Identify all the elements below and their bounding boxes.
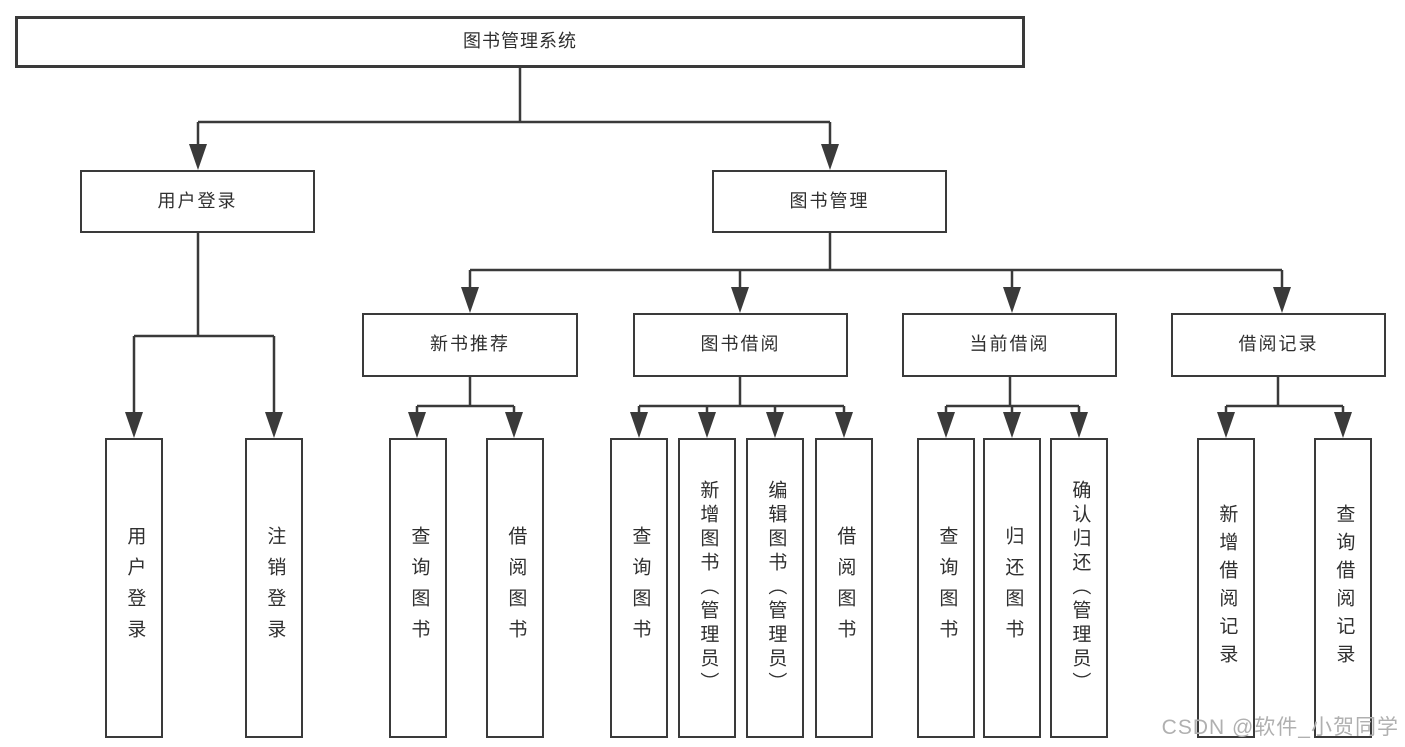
connector-book-borrow-to-leaves <box>637 377 846 414</box>
leaf-add-books-admin: 新增图书（管理员） <box>678 438 736 738</box>
node-book-management: 图书管理 <box>712 170 947 233</box>
connector-borrow-record-to-leaves <box>1224 377 1345 414</box>
arrow-down-icon <box>505 412 523 438</box>
arrowhead-icons <box>125 144 1352 438</box>
arrow-down-icon <box>265 412 283 438</box>
arrow-down-icon <box>1003 287 1021 313</box>
leaf-user-login: 用户登录 <box>105 438 163 738</box>
leaf-query-books-current: 查询图书 <box>917 438 975 738</box>
node-user-login: 用户登录 <box>80 170 315 233</box>
connector-book-management-to-level3 <box>468 233 1284 289</box>
connector-root-to-level2 <box>196 68 832 146</box>
connector-new-book-recommend-to-leaves <box>415 377 516 414</box>
node-current-borrow: 当前借阅 <box>902 313 1117 377</box>
arrow-down-icon <box>408 412 426 438</box>
arrow-down-icon <box>125 412 143 438</box>
arrow-down-icon <box>630 412 648 438</box>
node-borrow-record: 借阅记录 <box>1171 313 1386 377</box>
csdn-watermark: CSDN @软件_小贺同学 <box>1161 716 1399 739</box>
arrow-down-icon <box>766 412 784 438</box>
arrow-down-icon <box>731 287 749 313</box>
arrow-down-icon <box>1003 412 1021 438</box>
arrow-down-icon <box>821 144 839 170</box>
leaf-borrow-books-recommend: 借阅图书 <box>486 438 544 738</box>
arrow-down-icon <box>698 412 716 438</box>
leaf-add-borrow-record: 新增借阅记录 <box>1197 438 1255 738</box>
arrow-down-icon <box>1070 412 1088 438</box>
arrow-down-icon <box>189 144 207 170</box>
arrow-down-icon <box>461 287 479 313</box>
node-library-management-system: 图书管理系统 <box>15 16 1025 68</box>
leaf-borrow-books: 借阅图书 <box>815 438 873 738</box>
leaf-edit-books-admin: 编辑图书（管理员） <box>746 438 804 738</box>
leaf-query-books-borrow: 查询图书 <box>610 438 668 738</box>
arrow-down-icon <box>1217 412 1235 438</box>
arrow-down-icon <box>1273 287 1291 313</box>
leaf-query-books-recommend: 查询图书 <box>389 438 447 738</box>
connector-current-borrow-to-leaves <box>944 377 1081 414</box>
leaf-confirm-return-admin: 确认归还（管理员） <box>1050 438 1108 738</box>
leaf-query-borrow-record: 查询借阅记录 <box>1314 438 1372 738</box>
leaf-return-books: 归还图书 <box>983 438 1041 738</box>
arrow-down-icon <box>937 412 955 438</box>
node-new-book-recommend: 新书推荐 <box>362 313 578 377</box>
leaf-logout: 注销登录 <box>245 438 303 738</box>
connector-user-login-to-leaves <box>132 233 276 414</box>
arrow-down-icon <box>1334 412 1352 438</box>
node-book-borrow: 图书借阅 <box>633 313 848 377</box>
arrow-down-icon <box>835 412 853 438</box>
